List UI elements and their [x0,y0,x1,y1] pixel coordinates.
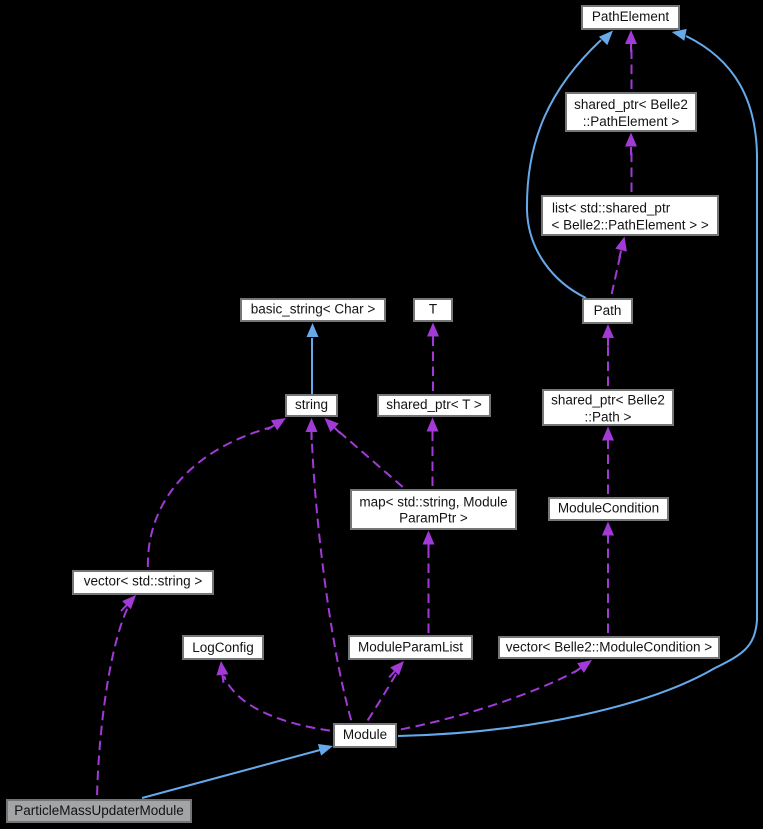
svg-text:map< std::string, Module: map< std::string, Module [359,495,507,510]
svg-text:list< std::shared_ptr: list< std::shared_ptr [552,201,671,216]
svg-text:shared_ptr< T >: shared_ptr< T > [386,397,482,412]
svg-text:ParamPtr >: ParamPtr > [399,511,468,526]
svg-text:Module: Module [343,727,387,742]
svg-text:shared_ptr< Belle2: shared_ptr< Belle2 [574,97,688,112]
svg-text:::PathElement >: ::PathElement > [583,114,680,129]
svg-text:ModuleParamList: ModuleParamList [358,640,463,655]
svg-text:Path: Path [594,303,622,318]
svg-text:T: T [429,302,437,317]
svg-text:< Belle2::PathElement > >: < Belle2::PathElement > > [552,218,709,233]
svg-text:ModuleCondition: ModuleCondition [558,501,659,516]
svg-text:basic_string< Char >: basic_string< Char > [251,302,376,317]
svg-text:vector< std::string >: vector< std::string > [84,574,203,589]
svg-text:shared_ptr< Belle2: shared_ptr< Belle2 [551,393,665,408]
svg-text:vector< Belle2::ModuleConditio: vector< Belle2::ModuleCondition > [506,640,712,655]
svg-text:::Path >: ::Path > [585,410,632,425]
svg-text:PathElement: PathElement [592,9,670,24]
svg-text:LogConfig: LogConfig [192,640,254,655]
svg-text:string: string [295,397,328,412]
svg-text:ParticleMassUpdaterModule: ParticleMassUpdaterModule [14,803,184,818]
